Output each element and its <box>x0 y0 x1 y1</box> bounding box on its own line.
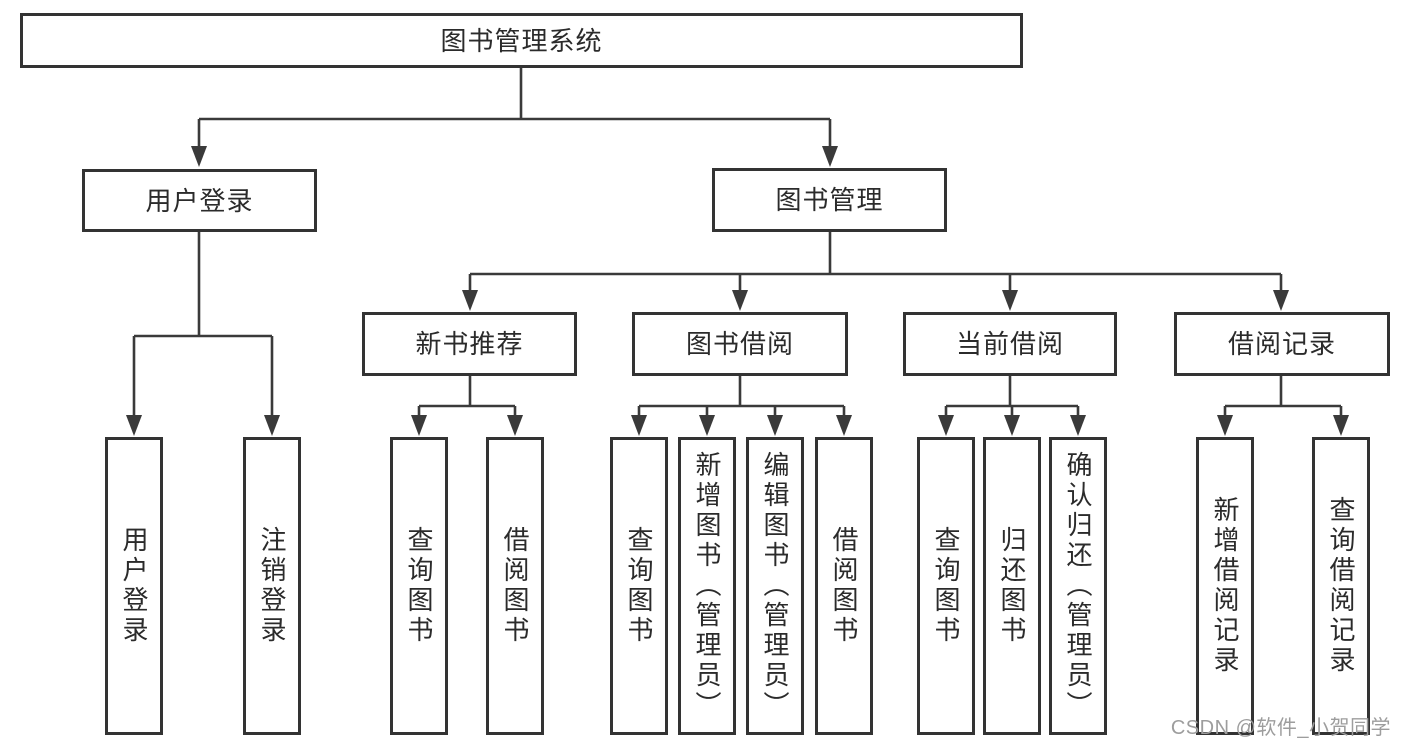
leaf-nb-query-books: 查询图书 <box>390 437 448 735</box>
node-label: 新增借阅记录 <box>1210 496 1240 676</box>
node-user-login: 用户登录 <box>82 169 317 232</box>
leaf-cb-query-books: 查询图书 <box>917 437 975 735</box>
node-label: 图书借阅 <box>685 329 794 359</box>
node-label: 图书管理 <box>775 185 884 215</box>
node-label: 归还图书 <box>997 526 1027 646</box>
leaf-bb-edit-book-admin: 编辑图书（管理员） <box>746 437 804 735</box>
node-label: 编辑图书（管理员） <box>760 451 790 721</box>
leaf-cb-confirm-return-admin: 确认归还（管理员） <box>1049 437 1107 735</box>
leaf-bb-borrow-books: 借阅图书 <box>815 437 873 735</box>
node-label: 当前借阅 <box>955 329 1064 359</box>
leaf-bb-query-books: 查询图书 <box>610 437 668 735</box>
leaf-cb-return-books: 归还图书 <box>983 437 1041 735</box>
arrowheads <box>126 146 1349 436</box>
watermark: CSDN @软件_小贺同学 <box>1170 717 1391 739</box>
node-label: 查询图书 <box>931 526 961 646</box>
leaf-br-add-record: 新增借阅记录 <box>1196 437 1254 735</box>
node-label: 新增图书（管理员） <box>692 451 722 721</box>
node-label: 确认归还（管理员） <box>1063 451 1093 721</box>
node-label: 查询图书 <box>624 526 654 646</box>
leaf-br-query-record: 查询借阅记录 <box>1312 437 1370 735</box>
leaf-nb-borrow-books: 借阅图书 <box>486 437 544 735</box>
node-borrow-records: 借阅记录 <box>1174 312 1390 376</box>
node-label: 借阅图书 <box>500 526 530 646</box>
node-label: 注销登录 <box>257 526 287 646</box>
node-label: 借阅记录 <box>1227 329 1336 359</box>
node-label: 用户登录 <box>145 185 254 216</box>
node-label: 新书推荐 <box>415 329 524 359</box>
leaf-logout: 注销登录 <box>243 437 301 735</box>
node-new-book-recommend: 新书推荐 <box>362 312 577 376</box>
node-label: 图书管理系统 <box>440 25 603 56</box>
node-book-borrow: 图书借阅 <box>632 312 848 376</box>
node-label: 查询图书 <box>404 526 434 646</box>
node-root-library-system: 图书管理系统 <box>20 13 1023 68</box>
node-label: 借阅图书 <box>829 526 859 646</box>
node-label: 用户登录 <box>119 526 149 646</box>
leaf-bb-add-book-admin: 新增图书（管理员） <box>678 437 736 735</box>
node-book-management: 图书管理 <box>712 168 947 232</box>
node-current-borrow: 当前借阅 <box>903 312 1117 376</box>
node-label: 查询借阅记录 <box>1326 496 1356 676</box>
leaf-user-login: 用户登录 <box>105 437 163 735</box>
